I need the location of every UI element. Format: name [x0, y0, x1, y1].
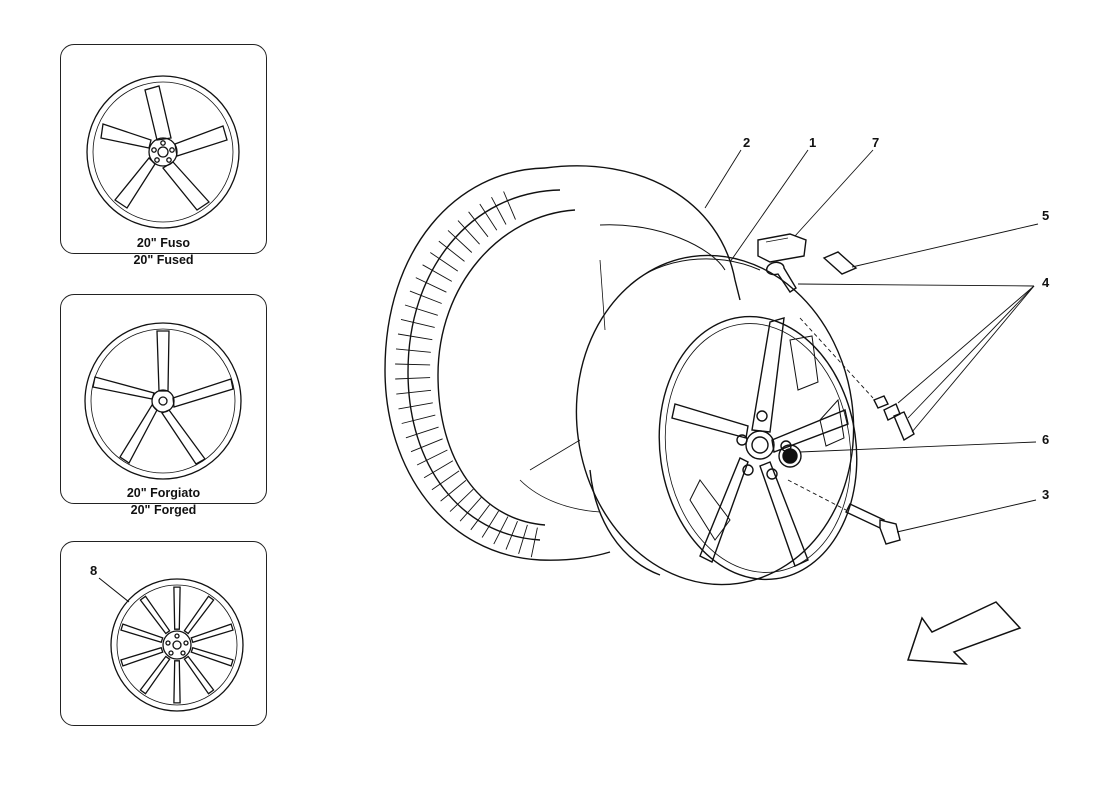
wheel-spoke — [120, 623, 164, 644]
tire — [384, 165, 741, 561]
tread-line — [459, 497, 482, 522]
tread-line — [468, 211, 489, 238]
tread-line — [430, 252, 459, 272]
tread-line — [481, 510, 499, 538]
tread-line — [395, 363, 431, 366]
rim — [575, 254, 858, 586]
tread-line — [401, 414, 436, 424]
wheel-spoke — [183, 595, 215, 635]
tread-line — [395, 348, 431, 353]
bolt — [845, 503, 901, 545]
tread-line — [416, 449, 448, 466]
callout-4: 4 — [1042, 275, 1050, 290]
tread-line — [410, 438, 443, 453]
tread-line — [503, 191, 516, 220]
callout-3: 3 — [1042, 487, 1050, 502]
tread-line — [505, 521, 518, 550]
callout-7: 7 — [872, 135, 880, 150]
tread-line — [470, 504, 491, 531]
wheel-spoke — [139, 655, 171, 695]
tread-line — [438, 240, 465, 262]
forged-label-it: 20" Forgiato — [126, 486, 201, 500]
tread-line — [400, 318, 435, 328]
leader-lines — [704, 149, 1039, 533]
callout-6: 6 — [1042, 432, 1050, 447]
tread-line — [422, 264, 453, 282]
callout-1: 1 — [809, 135, 817, 150]
wheel-spoke — [190, 623, 234, 644]
tread-line — [447, 230, 473, 253]
wheel-spoke — [190, 646, 234, 667]
fused-label-en: 20" Fused — [133, 253, 194, 267]
wheel-spoke — [139, 595, 171, 635]
wheel-spoke — [183, 655, 215, 695]
tread-line — [457, 220, 480, 245]
wheel-spoke — [173, 586, 181, 630]
ten-spoke-wheel-drawing — [98, 577, 244, 712]
variant-panel-ten-spoke: 8 — [60, 541, 267, 726]
tread-line — [518, 524, 528, 555]
tpms-sensor — [757, 233, 807, 263]
variant-panel-fused: 20" Fuso 20" Fused — [60, 44, 267, 267]
tread-line — [397, 333, 433, 341]
tread-line — [398, 402, 433, 410]
tread-line — [440, 480, 467, 502]
callout-5: 5 — [1042, 208, 1050, 223]
wheel-spoke — [173, 660, 181, 704]
tread-line — [479, 203, 498, 231]
tread-line — [405, 426, 439, 439]
tread-line — [431, 470, 460, 491]
tread-line — [493, 516, 509, 545]
tread-line — [396, 389, 432, 395]
tread-line — [409, 290, 442, 304]
tread-line — [415, 277, 447, 293]
emblem — [778, 444, 802, 468]
direction-arrow — [906, 601, 1022, 665]
tread-line — [423, 460, 454, 479]
tread-line — [395, 377, 431, 380]
forged-wheel-drawing — [84, 322, 242, 480]
callout-8: 8 — [90, 563, 98, 578]
forged-label-en: 20" Forged — [130, 503, 197, 517]
fused-wheel-drawing — [86, 75, 240, 229]
clip — [822, 251, 858, 275]
callout-2: 2 — [743, 135, 751, 150]
valve-stem — [766, 261, 797, 293]
tread-line — [530, 527, 538, 558]
tread-line — [491, 196, 507, 225]
tread-line — [404, 304, 438, 316]
wheel-spoke — [120, 646, 164, 667]
fused-label-it: 20" Fuso — [136, 236, 191, 250]
valve-cap-parts — [873, 395, 915, 442]
variant-panel-forged: 20" Forgiato 20" Forged — [60, 294, 267, 517]
tread-line — [449, 488, 474, 512]
